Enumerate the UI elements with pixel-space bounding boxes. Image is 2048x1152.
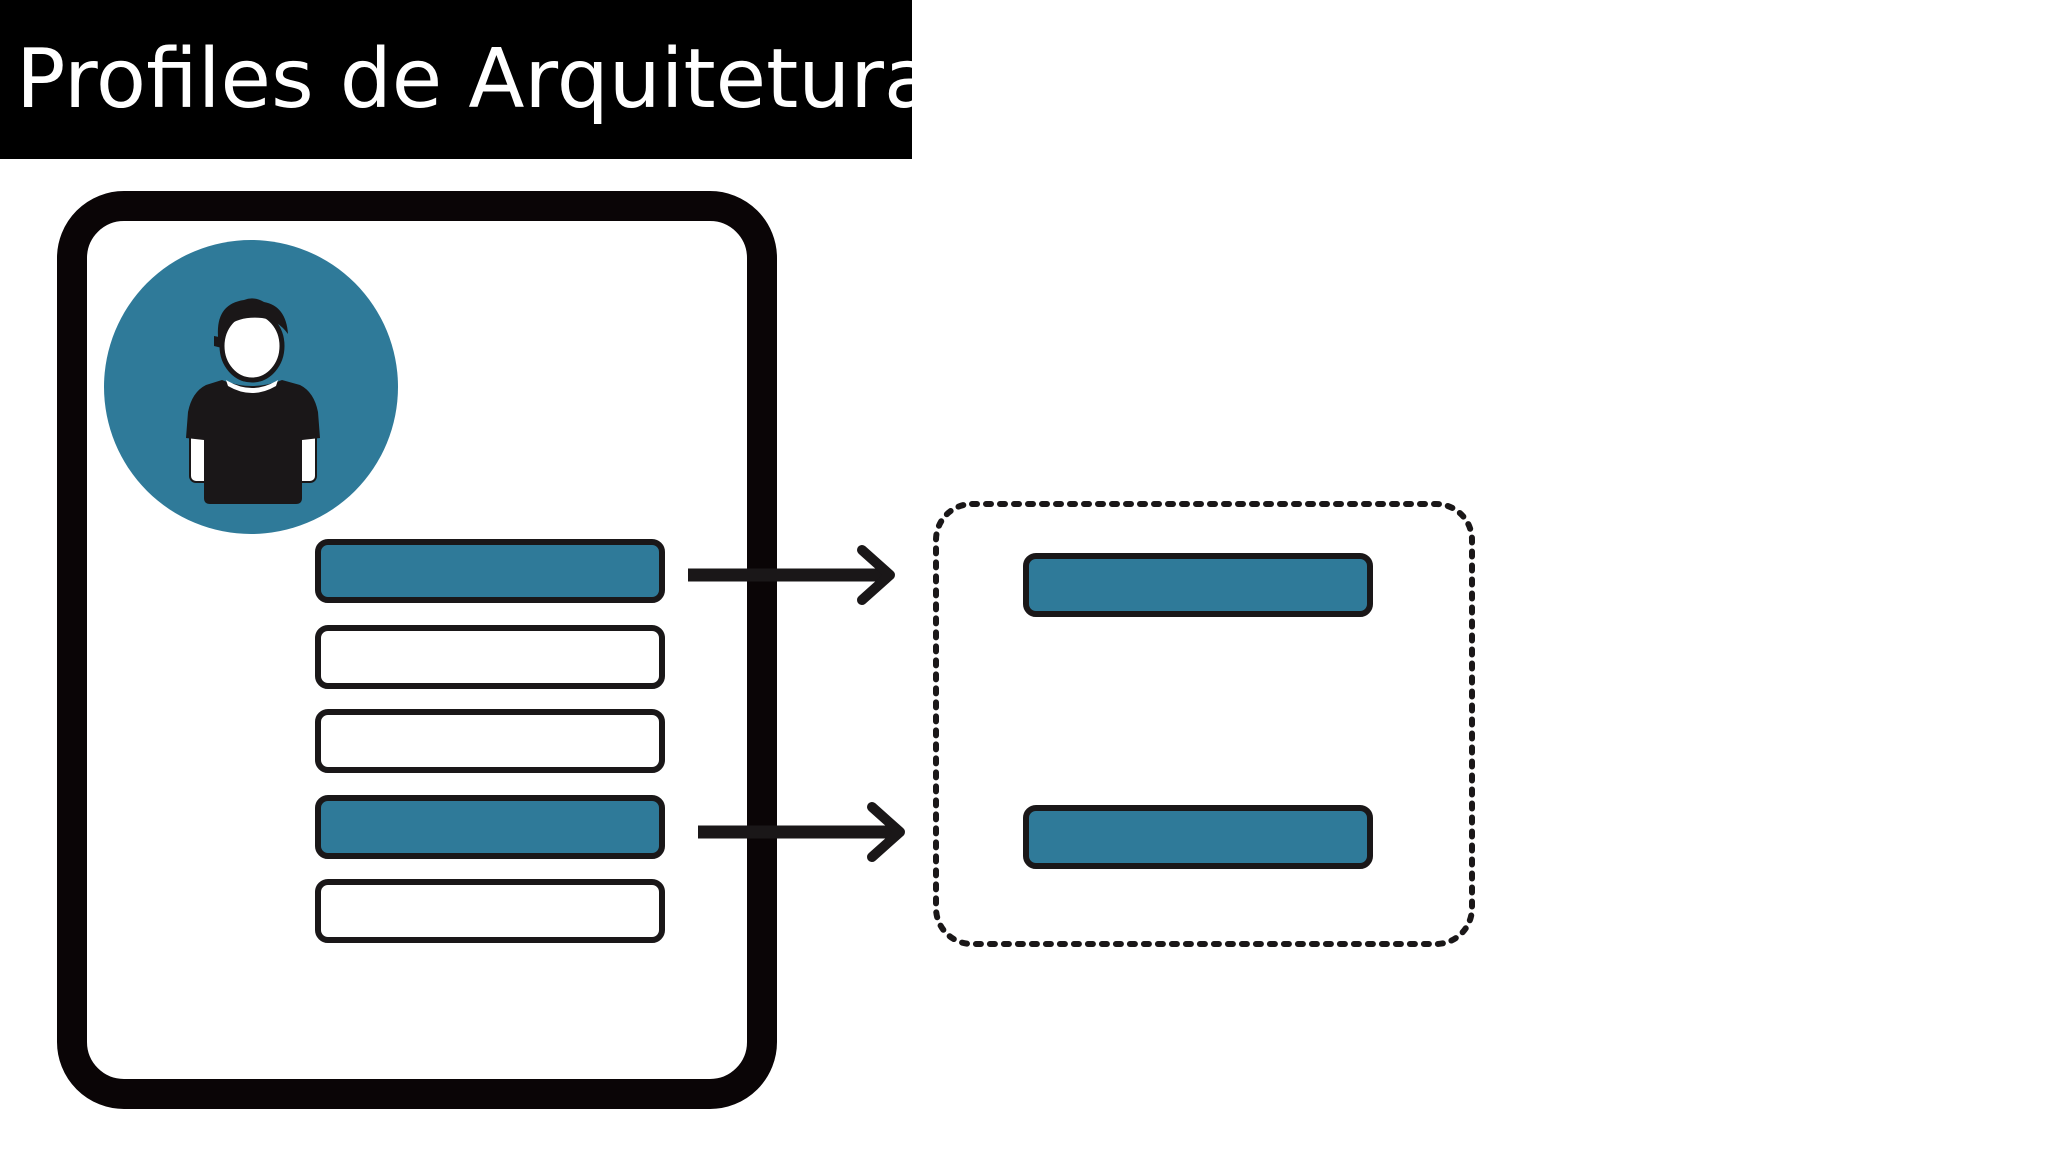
slide-title: Profiles de Arquitetura bbox=[16, 31, 935, 127]
person-icon bbox=[186, 298, 320, 504]
arrow-right-icon bbox=[698, 802, 905, 862]
model-row-1 bbox=[315, 539, 665, 603]
title-bar: Profiles de Arquitetura bbox=[0, 0, 934, 159]
profile-row-2 bbox=[1023, 805, 1373, 869]
profile-row-1 bbox=[1023, 553, 1373, 617]
model-row-3 bbox=[315, 709, 665, 773]
arrow-right-icon bbox=[688, 545, 895, 605]
profile-rows bbox=[1023, 553, 1373, 869]
model-row-2 bbox=[315, 625, 665, 689]
profile-container bbox=[933, 501, 1475, 947]
model-rows bbox=[315, 539, 665, 943]
user-avatar bbox=[104, 240, 398, 534]
model-row-5 bbox=[315, 879, 665, 943]
model-row-4 bbox=[315, 795, 665, 859]
